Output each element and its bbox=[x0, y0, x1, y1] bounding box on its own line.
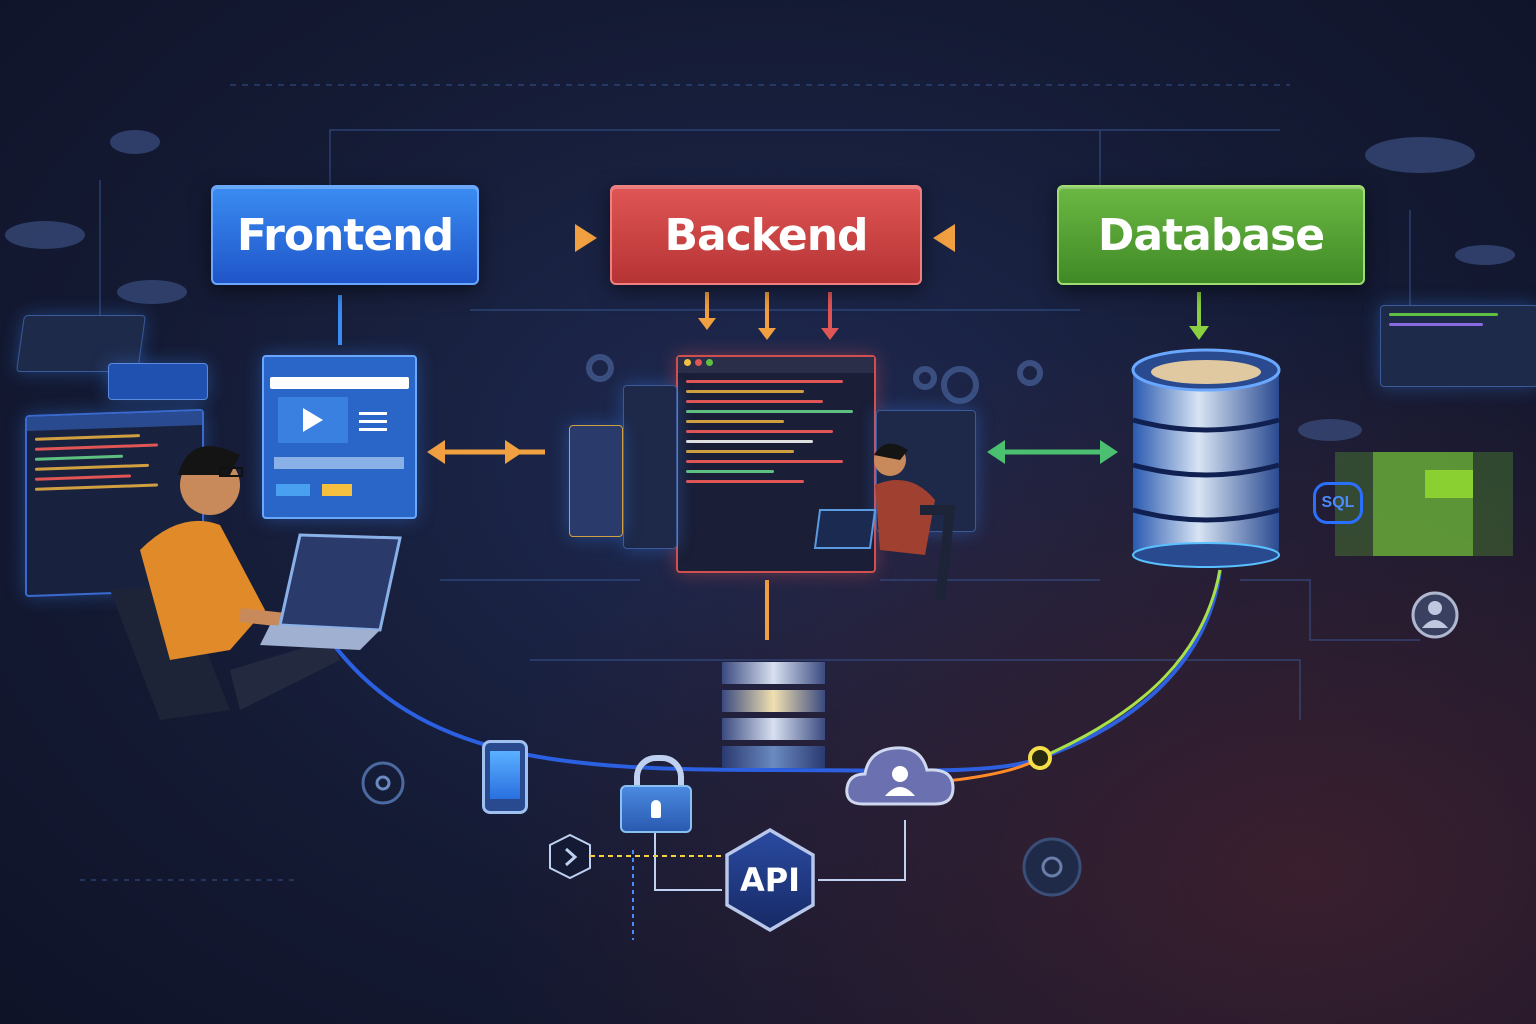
server-stack-icon bbox=[722, 662, 825, 780]
sql-badge: SQL bbox=[1313, 482, 1363, 524]
database-box: Database bbox=[1057, 185, 1365, 285]
floating-panel bbox=[1380, 305, 1536, 387]
play-icon bbox=[278, 397, 348, 443]
backend-developer-illustration bbox=[813, 443, 956, 601]
backend-label: Backend bbox=[664, 209, 868, 261]
floating-panel bbox=[108, 363, 208, 400]
arrow-backend-database-bidirectional bbox=[987, 440, 1118, 464]
side-panel bbox=[569, 425, 623, 537]
frontend-label: Frontend bbox=[236, 209, 454, 261]
node-dot bbox=[1028, 746, 1052, 770]
sql-table bbox=[1335, 452, 1513, 556]
developer-illustration bbox=[110, 446, 402, 720]
arrow-frontend-backend-bidirectional bbox=[427, 440, 545, 464]
frontend-box: Frontend bbox=[211, 185, 479, 285]
arrow-database-to-backend bbox=[933, 224, 1045, 252]
cloud-user-icon bbox=[845, 746, 955, 806]
side-panel bbox=[623, 385, 677, 549]
database-cylinder-icon bbox=[1131, 348, 1281, 568]
menu-icon bbox=[359, 412, 387, 431]
laptop-icon bbox=[278, 533, 402, 632]
sql-label: SQL bbox=[1321, 494, 1355, 511]
settings-dial-icon bbox=[1022, 837, 1082, 897]
backend-box: Backend bbox=[610, 185, 922, 285]
laptop-icon bbox=[813, 509, 877, 549]
arrow-frontend-to-backend bbox=[487, 224, 597, 252]
frontend-ui-window bbox=[262, 355, 417, 519]
api-label: API bbox=[739, 861, 801, 899]
terminal-icon bbox=[549, 833, 591, 880]
smartphone-icon bbox=[482, 740, 528, 814]
target-icon bbox=[361, 761, 405, 805]
lock-icon bbox=[620, 755, 692, 833]
database-label: Database bbox=[1097, 209, 1325, 261]
